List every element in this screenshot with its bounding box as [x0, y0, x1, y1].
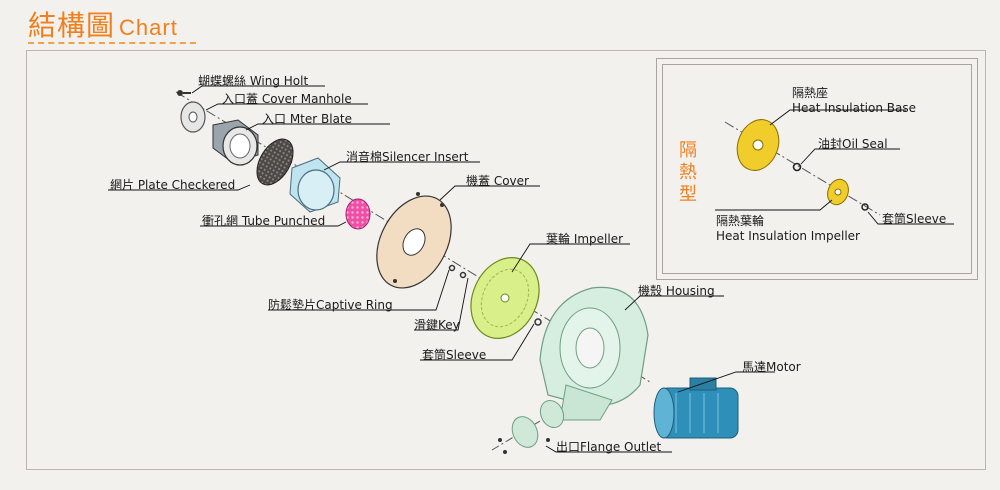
label-key: 滑鍵Key	[414, 318, 460, 332]
sleeve-icon	[534, 318, 542, 326]
inlet-icon	[212, 119, 259, 166]
tube-punched-icon	[345, 198, 371, 230]
title-en: Chart	[119, 15, 178, 40]
inset-axis	[724, 121, 881, 216]
plate-checkered-icon	[256, 138, 294, 186]
label-heat-insulation-base: 隔熱座 Heat Insulation Base	[792, 86, 916, 116]
label-heat-base-cn: 隔熱座	[792, 86, 829, 100]
motor-icon	[653, 377, 739, 439]
label-flange-outlet: 出口Flange Outlet	[556, 440, 662, 454]
inset-frame-inner	[662, 64, 972, 274]
diagram-frame	[26, 50, 986, 470]
cover-screws-icon	[393, 192, 444, 283]
label-mter-blate: 入口 Mter Blate	[262, 112, 353, 126]
label-heat-insulation-impeller: 隔熱葉輪 Heat Insulation Impeller	[716, 214, 860, 244]
captive-ring-icon	[448, 264, 467, 279]
label-captive-ring: 防鬆墊片Captive Ring	[268, 298, 393, 312]
title-cn: 結構圖	[28, 9, 116, 42]
label-tube-punched: 衝孔網 Tube Punched	[202, 214, 326, 228]
inset-sleeve-icon	[861, 203, 869, 211]
label-impeller: 葉輪 Impeller	[546, 232, 624, 246]
label-cover-manhole: 入口蓋 Cover Manhole	[222, 92, 352, 106]
label-wing-holt: 蝴蝶螺絲 Wing Holt	[198, 74, 309, 88]
leader-lines	[108, 85, 954, 453]
heat-insulation-impeller-icon	[827, 178, 849, 206]
inset-title: 隔熱型	[679, 140, 697, 205]
housing-icon	[539, 286, 649, 421]
label-oil-seal: 油封Oil Seal	[818, 137, 888, 151]
cover-manhole-icon	[180, 101, 206, 133]
inset-frame-outer	[656, 58, 978, 280]
silencer-insert-icon	[289, 157, 341, 213]
label-sleeve: 套筒Sleeve	[422, 348, 487, 362]
oil-seal-icon	[792, 162, 802, 172]
title-underline	[28, 42, 196, 44]
label-heat-impeller-cn: 隔熱葉輪	[716, 214, 765, 228]
label-inset-sleeve: 套筒Sleeve	[882, 212, 947, 226]
cover-icon	[376, 195, 452, 289]
label-heat-base-en: Heat Insulation Base	[792, 101, 916, 115]
heat-insulation-base-icon	[736, 119, 780, 171]
label-cover: 機蓋 Cover	[466, 174, 529, 188]
label-heat-impeller-en: Heat Insulation Impeller	[716, 229, 860, 243]
wing-bolt-icon	[177, 90, 191, 96]
label-housing: 機殼 Housing	[638, 284, 715, 298]
label-silencer-insert: 消音棉Silencer Insert	[346, 150, 469, 164]
flange-outlet-icon	[498, 399, 565, 454]
impeller-icon	[470, 257, 540, 339]
label-motor: 馬達Motor	[742, 360, 801, 374]
label-plate-checkered: 網片 Plate Checkered	[110, 178, 236, 192]
